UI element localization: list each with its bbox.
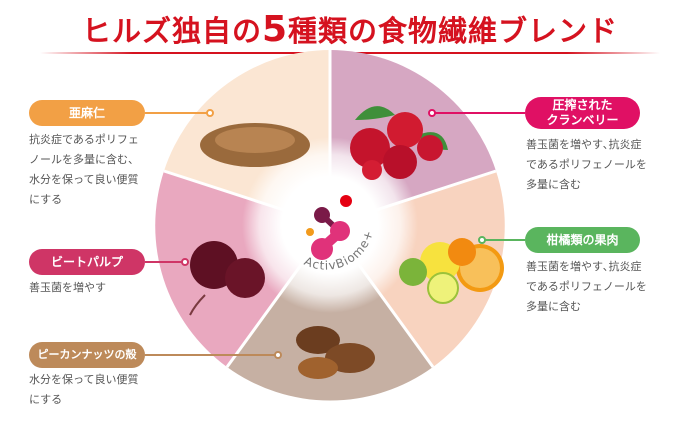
connector-lines	[145, 109, 525, 359]
label-citrus: 柑橘類の果肉	[525, 227, 640, 253]
label-pecan: ピーカンナッツの殻	[29, 342, 145, 368]
page-title: ヒルズ独自の5種類の食物繊維ブレンド	[81, 9, 619, 50]
desc-pecan: 水分を保って良い便質 にする	[29, 373, 139, 406]
cranberry-image	[350, 106, 448, 180]
desc-cranberry: 善玉菌を増やす､抗炎症 であるポリフェノールを 多量に含む	[526, 138, 647, 191]
flax-seeds-image	[200, 123, 310, 167]
desc-citrus: 善玉菌を増やす､抗炎症 であるポリフェノールを 多量に含む	[526, 260, 647, 313]
pecan-image	[296, 326, 375, 379]
desc-beet: 善玉菌を増やす	[29, 281, 106, 294]
label-flax: 亜麻仁	[29, 100, 145, 126]
label-beet: ビートパルプ	[29, 249, 145, 275]
citrus-image	[399, 238, 504, 304]
beet-image	[189, 241, 265, 316]
label-cranberry: 圧搾された クランベリー	[525, 97, 640, 129]
activbiome-logo-icon	[306, 195, 352, 260]
desc-flax: 抗炎症であるポリフェ ノールを多量に含む、 水分を保って良い便質 にする	[29, 133, 139, 206]
